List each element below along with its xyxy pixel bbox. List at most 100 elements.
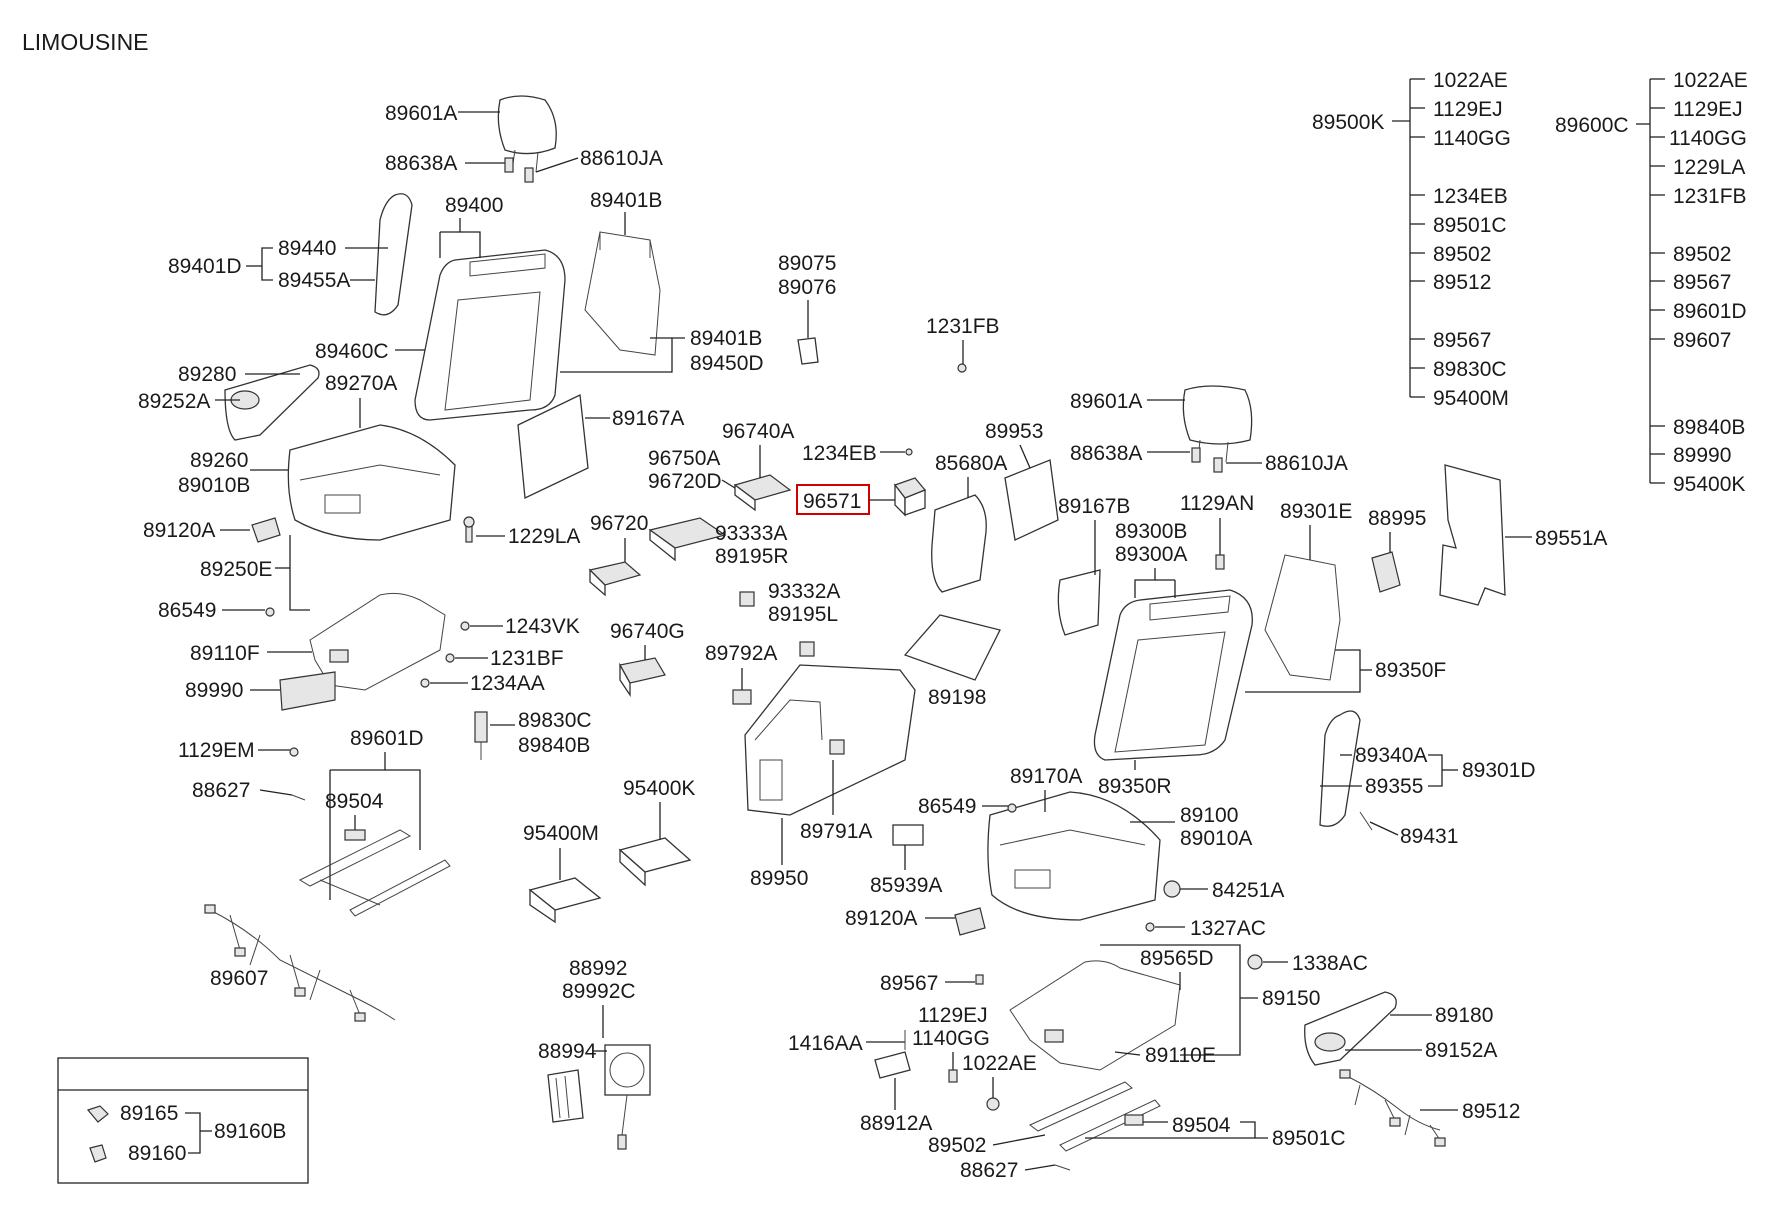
bolt-1129AN[interactable] <box>1215 554 1225 570</box>
guide-pin-right-2[interactable] <box>1213 457 1223 473</box>
label-89076: 89076 <box>778 276 836 299</box>
clip-89567[interactable] <box>975 974 984 985</box>
label-1231FB-1: 1231FB <box>926 315 1000 338</box>
seat-frame-right[interactable] <box>1009 960 1181 1071</box>
back-panel-89551A[interactable] <box>1439 464 1506 606</box>
label-89504-1: 89504 <box>325 790 384 813</box>
pad-85939A[interactable] <box>892 824 924 846</box>
latch-89504-left[interactable] <box>344 829 366 841</box>
nut-1022AE[interactable] <box>986 1097 1000 1111</box>
seat-track-right[interactable] <box>1029 1081 1161 1152</box>
module-96571[interactable] <box>894 477 926 517</box>
back-panel-right[interactable] <box>1057 569 1101 636</box>
label-89830C: 89830C <box>518 709 592 732</box>
armrest-right[interactable] <box>1304 991 1397 1066</box>
knob-84251A[interactable] <box>1163 880 1181 898</box>
module-95400M[interactable] <box>528 877 602 924</box>
label-89950: 89950 <box>750 867 808 890</box>
label-89165: 89165 <box>120 1102 178 1125</box>
module-95400K[interactable] <box>618 837 692 887</box>
bracket-88912A[interactable] <box>874 1051 911 1079</box>
label-86549-2: 86549 <box>918 795 976 818</box>
label-89160: 89160 <box>128 1142 186 1165</box>
screw-86549[interactable] <box>265 607 275 617</box>
label-96571[interactable]: 96571 <box>803 490 861 513</box>
label-89150: 89150 <box>1262 987 1320 1010</box>
mat-89198[interactable] <box>903 614 1001 681</box>
wiring-harness-89512[interactable] <box>1339 1069 1446 1147</box>
seat-belt-buckle-left[interactable] <box>474 711 488 760</box>
label-89607: 89607 <box>210 967 268 990</box>
label-89460C: 89460C <box>315 340 389 363</box>
speaker-88992[interactable] <box>604 1044 651 1150</box>
switch-panel-96720[interactable] <box>648 517 727 562</box>
bolt-1140GG[interactable] <box>948 1069 958 1083</box>
label-89160B: 89160B <box>214 1120 286 1143</box>
cover-89792A[interactable] <box>732 689 752 705</box>
vent-grille-left[interactable] <box>251 517 281 543</box>
diagram-title: LIMOUSINE <box>22 29 149 55</box>
grille-88994[interactable] <box>547 1069 584 1123</box>
label-89301E: 89301E <box>1280 500 1352 523</box>
armrest-left[interactable] <box>224 364 320 441</box>
module-89990-left[interactable] <box>279 671 336 711</box>
label-95400K: 95400K <box>623 777 695 800</box>
label-88995: 88995 <box>1368 507 1426 530</box>
bolt-1243VK[interactable] <box>460 621 470 631</box>
seat-side-trim-left[interactable] <box>374 193 413 316</box>
wiring-harness-89607[interactable] <box>204 904 396 1022</box>
seat-side-trim-right[interactable] <box>1319 710 1361 827</box>
label-89600C: 89600C <box>1555 114 1629 137</box>
cover-85680A[interactable] <box>931 494 987 593</box>
bolt-1231FB[interactable] <box>957 363 967 373</box>
label-93333A: 93333A <box>715 522 787 545</box>
guide-pin-right[interactable] <box>1191 447 1201 463</box>
back-frame-left[interactable] <box>584 231 661 356</box>
guide-pin-left[interactable] <box>504 157 534 183</box>
bolt-1229LA[interactable] <box>463 516 475 543</box>
label-89300A: 89300A <box>1115 543 1187 566</box>
screw-1234EB[interactable] <box>905 448 913 456</box>
seat-back-left[interactable] <box>414 249 566 421</box>
label-96720: 96720 <box>590 512 648 535</box>
label-89431: 89431 <box>1400 825 1458 848</box>
bolt-1338AC[interactable] <box>1247 954 1263 970</box>
bolt-1327AC[interactable] <box>1145 922 1155 932</box>
bolt-1231BF[interactable] <box>445 653 455 663</box>
label-84251A: 84251A <box>1212 879 1284 902</box>
label-85680A: 85680A <box>935 452 1007 475</box>
seat-cushion-right[interactable] <box>987 791 1161 921</box>
cup-holder-89075[interactable] <box>797 337 819 365</box>
seat-cushion-left[interactable] <box>287 424 456 541</box>
group-89600C-item-7: 89601D <box>1673 300 1747 323</box>
clip-89165[interactable] <box>86 1105 109 1123</box>
group-89600C-item-3: 1229LA <box>1673 156 1745 179</box>
seat-track-left[interactable] <box>298 829 451 917</box>
switch-93332A[interactable] <box>799 641 815 657</box>
headrest-left[interactable] <box>497 95 557 173</box>
bolt-1234AA[interactable] <box>420 678 430 688</box>
group-89500K-item-7: 89567 <box>1433 329 1491 352</box>
label-89400: 89400 <box>445 194 503 217</box>
module-88995[interactable] <box>1371 551 1401 593</box>
screw-86549-right[interactable] <box>1007 803 1017 813</box>
clip-89160[interactable] <box>89 1144 107 1163</box>
vent-grille-right[interactable] <box>954 907 986 936</box>
label-89501C-1: 89501C <box>1272 1127 1346 1150</box>
label-89791A: 89791A <box>800 820 872 843</box>
seat-back-right[interactable] <box>1093 589 1253 761</box>
bolt-1129EM[interactable] <box>289 747 299 757</box>
group-89600C-item-4: 1231FB <box>1673 185 1747 208</box>
switch-96740G[interactable] <box>619 657 666 698</box>
back-frame-right[interactable] <box>1264 554 1341 681</box>
center-console-89950[interactable] <box>744 664 916 816</box>
label-88627-1: 88627 <box>192 779 250 802</box>
seat-frame-left[interactable] <box>309 592 446 691</box>
panel-89953[interactable] <box>1004 459 1059 541</box>
switch-93333A[interactable] <box>739 591 755 607</box>
group-89600C-item-11: 95400K <box>1673 473 1745 496</box>
back-panel-left[interactable] <box>517 394 589 499</box>
switch-96720-lower[interactable] <box>588 561 642 597</box>
switch-96740A[interactable] <box>733 474 792 512</box>
label-1129AN: 1129AN <box>1180 492 1254 515</box>
